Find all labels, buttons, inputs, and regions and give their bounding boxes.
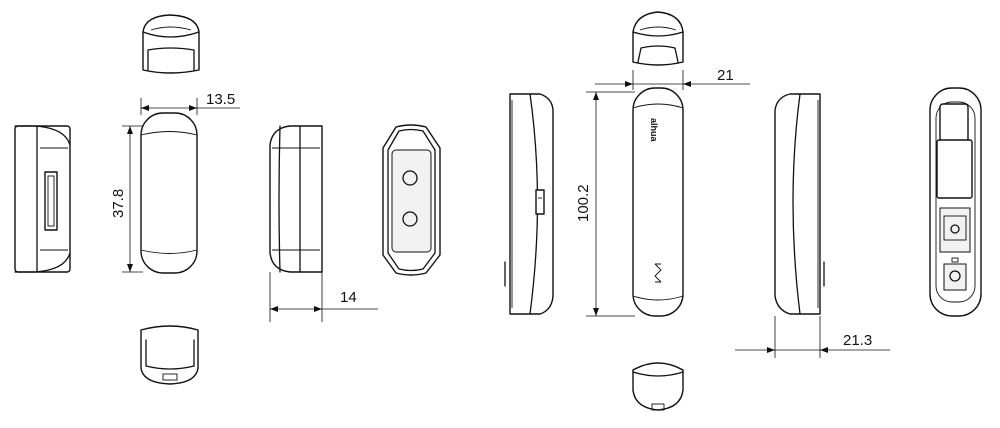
small-back-view <box>382 124 441 276</box>
screw-hole-icon <box>402 211 418 227</box>
small-side-view-left <box>14 125 71 273</box>
dimension-label-large-depth: 21.3 <box>843 332 872 349</box>
bluetooth-icon <box>654 263 662 283</box>
dimension-label-small-width: 13.5 <box>206 91 235 108</box>
small-side-view-right <box>269 125 323 273</box>
dimension-small-depth: 14 <box>269 272 378 322</box>
large-side-view-left <box>504 93 554 315</box>
dimension-large-height: 100.2 <box>575 91 635 317</box>
small-top-cap-view <box>142 14 200 74</box>
battery-icon <box>939 103 969 143</box>
dimension-small-width: 13.5 <box>140 91 240 115</box>
dimension-label-large-width: 21 <box>717 67 734 84</box>
large-side-view-right <box>774 93 825 315</box>
dimension-small-height: 37.8 <box>110 125 143 273</box>
large-top-cap-view <box>632 11 684 66</box>
large-back-view <box>929 87 982 317</box>
small-front-view <box>140 112 198 274</box>
large-front-view: alhua <box>632 87 684 317</box>
dimension-large-depth: 21.3 <box>735 316 890 358</box>
dimension-label-small-depth: 14 <box>340 289 357 306</box>
small-bottom-cap-view <box>140 325 199 385</box>
brand-logo: alhua <box>649 118 659 143</box>
large-bottom-cap-view <box>632 362 684 411</box>
dimension-label-large-height: 100.2 <box>575 184 592 222</box>
dimension-large-width: 21 <box>595 67 750 90</box>
screw-hole-icon <box>402 170 418 186</box>
dimension-label-small-height: 37.8 <box>110 189 127 218</box>
